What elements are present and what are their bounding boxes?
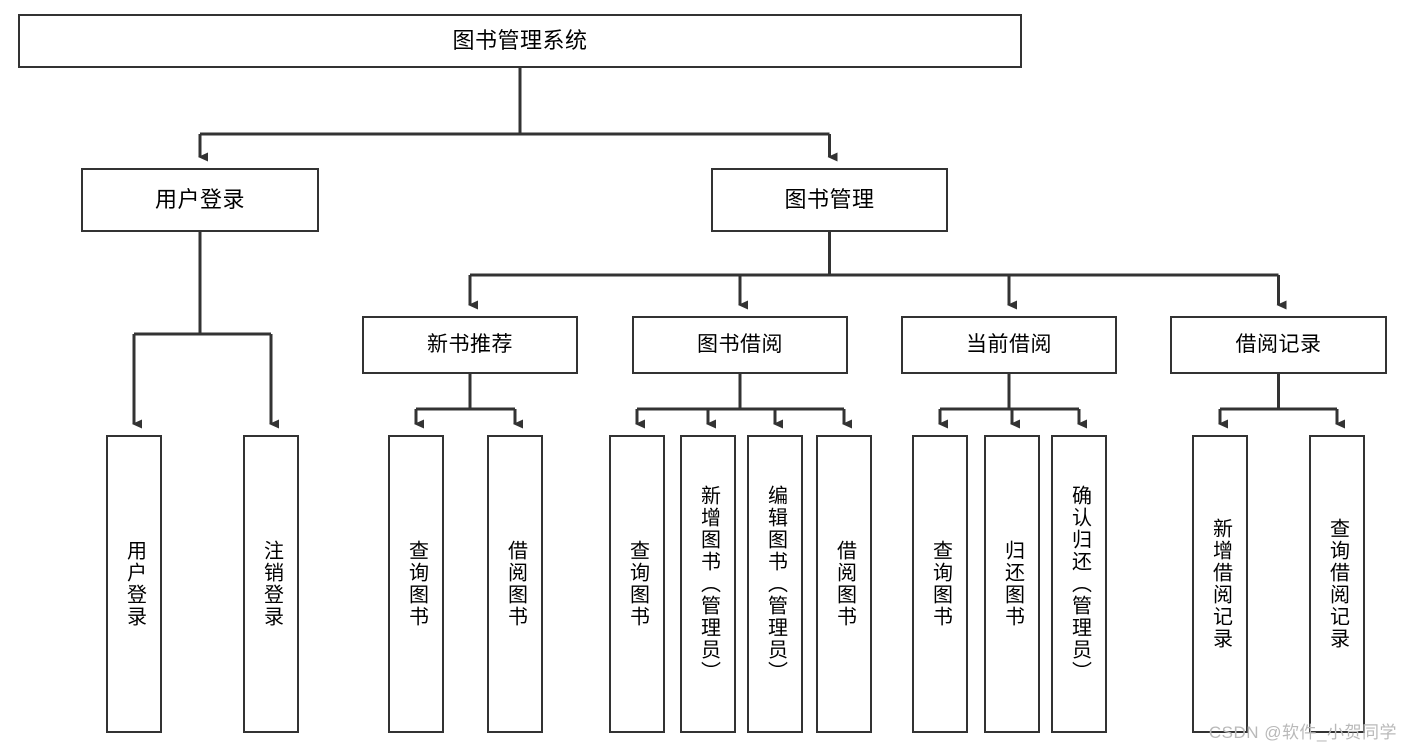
node-leaf-user-logout-label: 注销登录 xyxy=(260,540,283,628)
node-leaf-add-book[interactable]: 新增图书（管理员） xyxy=(680,435,736,733)
node-current-borrow[interactable]: 当前借阅 xyxy=(901,316,1117,374)
node-leaf-add-record[interactable]: 新增借阅记录 xyxy=(1192,435,1248,733)
node-leaf-query-book-1-label: 查询图书 xyxy=(405,540,428,628)
node-leaf-user-login[interactable]: 用户登录 xyxy=(106,435,162,733)
node-new-book-rec[interactable]: 新书推荐 xyxy=(362,316,578,374)
node-user-login-label: 用户登录 xyxy=(154,187,245,213)
node-borrow-record[interactable]: 借阅记录 xyxy=(1170,316,1387,374)
node-leaf-edit-book[interactable]: 编辑图书（管理员） xyxy=(747,435,803,733)
node-leaf-query-book-2[interactable]: 查询图书 xyxy=(609,435,665,733)
node-book-borrow[interactable]: 图书借阅 xyxy=(632,316,848,374)
node-leaf-borrow-book-2[interactable]: 借阅图书 xyxy=(816,435,872,733)
node-leaf-confirm-return-label: 确认归还（管理员） xyxy=(1068,485,1091,683)
node-leaf-return-book[interactable]: 归还图书 xyxy=(984,435,1040,733)
node-leaf-borrow-book-1[interactable]: 借阅图书 xyxy=(487,435,543,733)
node-root-label: 图书管理系统 xyxy=(452,28,588,54)
node-leaf-add-book-label: 新增图书（管理员） xyxy=(697,485,720,683)
node-leaf-user-login-label: 用户登录 xyxy=(123,540,146,628)
node-user-login[interactable]: 用户登录 xyxy=(81,168,319,232)
node-leaf-user-logout[interactable]: 注销登录 xyxy=(243,435,299,733)
node-current-borrow-label: 当前借阅 xyxy=(966,332,1052,356)
node-leaf-borrow-book-2-label: 借阅图书 xyxy=(833,540,856,628)
watermark: CSDN @软件_小贺同学 xyxy=(1208,723,1397,742)
node-leaf-confirm-return[interactable]: 确认归还（管理员） xyxy=(1051,435,1107,733)
node-leaf-query-book-3[interactable]: 查询图书 xyxy=(912,435,968,733)
node-leaf-add-record-label: 新增借阅记录 xyxy=(1209,518,1232,650)
node-leaf-edit-book-label: 编辑图书（管理员） xyxy=(764,485,787,683)
node-book-manage[interactable]: 图书管理 xyxy=(711,168,948,232)
node-leaf-query-record[interactable]: 查询借阅记录 xyxy=(1309,435,1365,733)
node-leaf-return-book-label: 归还图书 xyxy=(1001,540,1024,628)
node-root[interactable]: 图书管理系统 xyxy=(18,14,1022,68)
node-leaf-query-book-3-label: 查询图书 xyxy=(929,540,952,628)
node-book-borrow-label: 图书借阅 xyxy=(697,332,783,356)
node-leaf-query-book-1[interactable]: 查询图书 xyxy=(388,435,444,733)
node-borrow-record-label: 借阅记录 xyxy=(1235,332,1322,356)
node-leaf-query-book-2-label: 查询图书 xyxy=(626,540,649,628)
node-leaf-query-record-label: 查询借阅记录 xyxy=(1326,518,1349,650)
node-new-book-rec-label: 新书推荐 xyxy=(427,332,513,356)
node-book-manage-label: 图书管理 xyxy=(784,187,875,213)
node-leaf-borrow-book-1-label: 借阅图书 xyxy=(504,540,527,628)
